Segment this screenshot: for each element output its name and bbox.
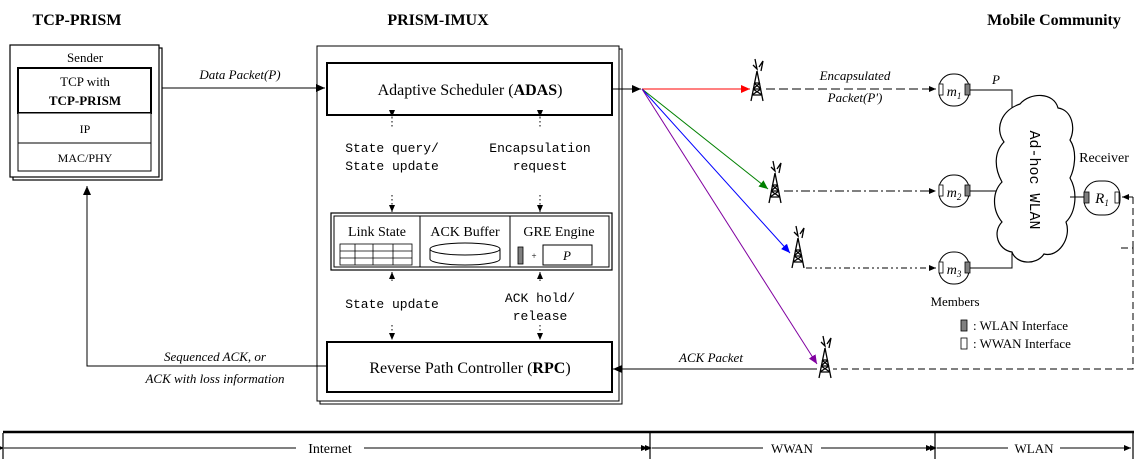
m3-label: m3 <box>947 263 962 279</box>
encapsulation-request-label-1: Encapsulation <box>489 141 590 156</box>
adhoc-wlan-label: Ad-hoc WLAN <box>1025 130 1042 229</box>
title-tcp-prism: TCP-PRISM <box>33 12 122 29</box>
title-mobile-community: Mobile Community <box>987 12 1121 29</box>
legend-wwan-label: : WWAN Interface <box>973 336 1071 351</box>
sequenced-ack-arrow <box>83 186 327 367</box>
state-query-label-2: State update <box>345 159 439 174</box>
ack-buffer-label: ACK Buffer <box>430 225 500 240</box>
rpc-label: Reverse Path Controller (RPC) <box>369 360 570 377</box>
sender-title: Sender <box>67 50 104 65</box>
segment-wlan-label: WLAN <box>1015 441 1055 456</box>
m2-label: m2 <box>947 186 962 202</box>
members-label: Members <box>930 294 979 309</box>
ack-hold-label-1: ACK hold/ <box>505 291 575 306</box>
sequenced-ack-label-1: Sequenced ACK, or <box>164 349 267 364</box>
sender-stack: Sender TCP with TCP-PRISM IP MAC/PHY <box>9 44 163 181</box>
ack-buffer-cylinder-icon <box>429 242 501 266</box>
purple-path-to-tower-4 <box>641 88 818 365</box>
blue-path-to-tower-3 <box>641 88 791 254</box>
sender-mac-phy: MAC/PHY <box>58 151 113 165</box>
sender-tcp-line2: TCP-PRISM <box>49 93 121 108</box>
upper-control-connectors <box>389 110 543 212</box>
ack-return-dashed-path <box>833 247 1134 370</box>
wlan-interface-swatch <box>960 319 968 332</box>
state-update-label: State update <box>345 297 439 312</box>
state-query-label-1: State query/ <box>345 141 439 156</box>
title-prism-imux: PRISM-IMUX <box>387 12 489 29</box>
ack-packet-label: ACK Packet <box>678 350 743 365</box>
adas-box: Adaptive Scheduler (ADAS) <box>326 62 613 116</box>
adhoc-wlan-cloud: Ad-hoc WLAN <box>993 94 1076 263</box>
data-packet-label: Data Packet(P) <box>198 67 280 82</box>
receiver-node-r1: R1 <box>1083 180 1121 216</box>
adas-label: Adaptive Scheduler (ADAS) <box>378 82 563 99</box>
encapsulation-request-label-2: request <box>513 159 568 174</box>
green-path-to-tower-2 <box>641 88 769 190</box>
segment-internet-label: Internet <box>308 442 352 457</box>
p-label: P <box>991 72 1000 87</box>
rpc-box: Reverse Path Controller (RPC) <box>326 341 613 393</box>
cell-tower-icon <box>768 160 782 204</box>
link-state-label: Link State <box>348 225 406 240</box>
lower-control-connectors <box>389 272 543 340</box>
member-node-m1: m1 <box>938 73 971 107</box>
encapsulated-label-2: Packet(P') <box>827 90 883 105</box>
interface-legend: : WLAN Interface : WWAN Interface <box>960 318 1071 351</box>
gre-packet-icon: + P <box>517 244 593 266</box>
state-modules: Link State ACK Buffer GRE Engine + P <box>330 212 613 271</box>
encapsulated-label-1: Encapsulated <box>819 68 891 83</box>
gre-plus-sign: + <box>531 251 536 261</box>
cell-tower-icon <box>791 225 805 269</box>
legend-wlan-label: : WLAN Interface <box>973 318 1068 333</box>
wwan-interface-swatch <box>960 337 968 350</box>
sequenced-ack-label-2: ACK with loss information <box>144 371 284 386</box>
m1-label: m1 <box>947 85 962 101</box>
cell-tower-icon <box>750 58 764 102</box>
segment-wwan-label: WWAN <box>771 441 813 456</box>
member-node-m2: m2 <box>938 174 971 208</box>
link-state-table-icon <box>339 243 413 266</box>
gre-engine-label: GRE Engine <box>523 225 594 240</box>
member-node-m3: m3 <box>938 251 971 285</box>
receiver-label: Receiver <box>1079 151 1129 166</box>
gre-payload-p: P <box>562 248 571 263</box>
r1-label: R1 <box>1094 191 1109 208</box>
cell-tower-icon <box>818 335 832 379</box>
network-segment-bar: Internet WWAN WLAN <box>0 430 1134 459</box>
ack-hold-label-2: release <box>513 309 568 324</box>
sender-ip: IP <box>80 122 91 136</box>
sender-tcp-line1: TCP with <box>60 74 110 89</box>
